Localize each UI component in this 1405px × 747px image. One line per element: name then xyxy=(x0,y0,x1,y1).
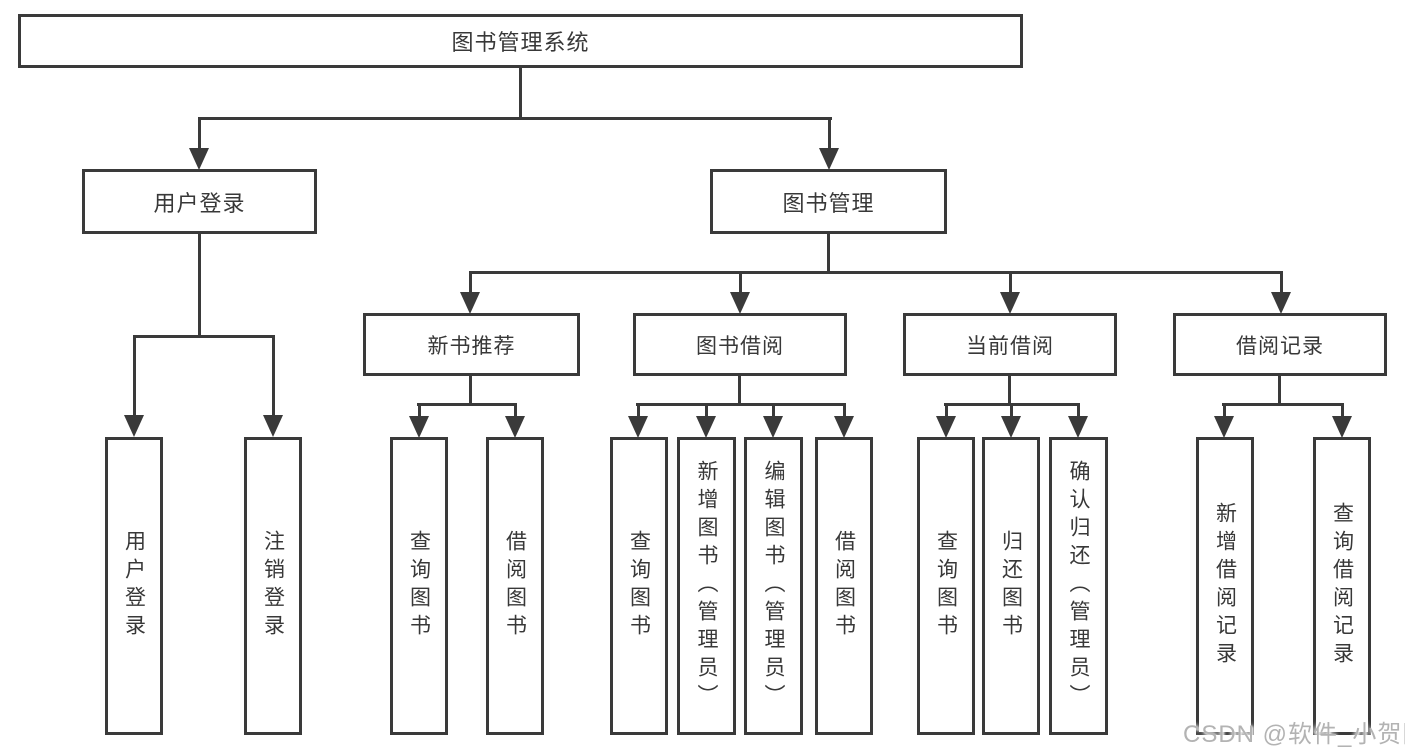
arrow-down-icon xyxy=(263,415,283,437)
node-library-management-system: 图书管理系统 xyxy=(18,14,1023,68)
leaf-nbr-query-books: 查询图书 xyxy=(390,437,448,735)
arrow-down-icon xyxy=(1214,416,1234,438)
leaf-bb-add-books: 新增图书（管理员） xyxy=(677,437,736,735)
node-label: 当前借阅 xyxy=(966,334,1054,358)
connector-line xyxy=(636,403,846,406)
arrow-down-icon xyxy=(696,416,716,438)
connector-line xyxy=(1278,373,1281,405)
leaf-label: 确认归还（管理员） xyxy=(1067,460,1090,712)
connector-line xyxy=(417,403,421,424)
arrow-down-icon xyxy=(763,416,783,438)
connector-line xyxy=(197,117,201,156)
node-borrow-record: 借阅记录 xyxy=(1173,313,1387,376)
arrow-down-icon xyxy=(1068,416,1088,438)
connector-line xyxy=(738,373,741,405)
leaf-bb-query-books: 查询图书 xyxy=(610,437,668,735)
node-label: 借阅记录 xyxy=(1236,334,1324,358)
leaf-cb-return-books: 归还图书 xyxy=(982,437,1040,735)
connector-line xyxy=(842,403,846,424)
node-user-login: 用户登录 xyxy=(82,169,317,234)
leaf-label: 查询图书 xyxy=(627,530,651,642)
arrow-down-icon xyxy=(730,292,750,314)
connector-line xyxy=(519,68,522,119)
arrow-down-icon xyxy=(936,416,956,438)
leaf-label: 查询图书 xyxy=(934,530,958,642)
connector-line xyxy=(1008,373,1011,405)
arrow-down-icon xyxy=(505,416,525,438)
arrow-down-icon xyxy=(460,292,480,314)
leaf-user-login: 用户登录 xyxy=(105,437,163,735)
connector-line xyxy=(1279,271,1283,300)
connector-line xyxy=(827,117,831,156)
csdn-watermark: CSDN @软件_小贺同学 xyxy=(1183,721,1405,747)
leaf-label: 用户登录 xyxy=(122,530,146,642)
leaf-label: 借阅图书 xyxy=(832,530,856,642)
leaf-br-add-record: 新增借阅记录 xyxy=(1196,437,1254,735)
connector-line xyxy=(132,335,136,423)
leaf-label: 新增图书（管理员） xyxy=(695,460,718,712)
connector-line xyxy=(513,403,517,424)
arrow-down-icon xyxy=(1000,292,1020,314)
node-new-book-recommend: 新书推荐 xyxy=(363,313,580,376)
arrow-down-icon xyxy=(189,148,209,170)
leaf-label: 查询图书 xyxy=(407,530,431,642)
connector-line xyxy=(771,403,775,424)
leaf-label: 查询借阅记录 xyxy=(1330,502,1354,670)
connector-line xyxy=(198,117,832,120)
node-book-borrow: 图书借阅 xyxy=(633,313,847,376)
connector-line xyxy=(271,335,275,423)
connector-line xyxy=(1340,403,1344,424)
arrow-down-icon xyxy=(1271,292,1291,314)
connector-line xyxy=(1008,271,1012,300)
leaf-label: 归还图书 xyxy=(999,530,1023,642)
connector-line xyxy=(704,403,708,424)
leaf-bb-edit-books: 编辑图书（管理员） xyxy=(744,437,803,735)
connector-line xyxy=(417,403,517,406)
arrow-down-icon xyxy=(628,416,648,438)
leaf-bb-borrow-books: 借阅图书 xyxy=(815,437,873,735)
leaf-label: 新增借阅记录 xyxy=(1213,502,1237,670)
connector-line xyxy=(1222,403,1226,424)
node-current-borrow: 当前借阅 xyxy=(903,313,1117,376)
connector-line xyxy=(1076,403,1080,424)
leaf-logout: 注销登录 xyxy=(244,437,302,735)
connector-line xyxy=(944,403,948,424)
leaf-cb-query-books: 查询图书 xyxy=(917,437,975,735)
connector-line xyxy=(827,234,830,273)
connector-line xyxy=(738,271,742,300)
arrow-down-icon xyxy=(409,416,429,438)
node-label: 图书管理 xyxy=(782,190,875,216)
arrow-down-icon xyxy=(834,416,854,438)
leaf-cb-confirm-return: 确认归还（管理员） xyxy=(1049,437,1108,735)
connector-line xyxy=(1222,403,1344,406)
node-label: 图书管理系统 xyxy=(451,30,590,55)
connector-line xyxy=(636,403,640,424)
connector-line xyxy=(469,373,472,405)
node-label: 用户登录 xyxy=(153,190,246,216)
connector-line xyxy=(133,335,275,338)
leaf-nbr-borrow-books: 借阅图书 xyxy=(486,437,544,735)
node-book-management: 图书管理 xyxy=(710,169,947,234)
leaf-label: 借阅图书 xyxy=(503,530,527,642)
leaf-label: 注销登录 xyxy=(261,530,285,642)
connector-line xyxy=(1009,403,1013,424)
arrow-down-icon xyxy=(124,415,144,437)
arrow-down-icon xyxy=(819,148,839,170)
arrow-down-icon xyxy=(1332,416,1352,438)
connector-line xyxy=(198,234,201,337)
arrow-down-icon xyxy=(1001,416,1021,438)
node-label: 新书推荐 xyxy=(427,334,516,358)
leaf-br-query-record: 查询借阅记录 xyxy=(1313,437,1371,735)
node-label: 图书借阅 xyxy=(696,334,784,358)
leaf-label: 编辑图书（管理员） xyxy=(762,460,785,712)
connector-line xyxy=(469,271,1283,274)
connector-line xyxy=(468,271,472,300)
